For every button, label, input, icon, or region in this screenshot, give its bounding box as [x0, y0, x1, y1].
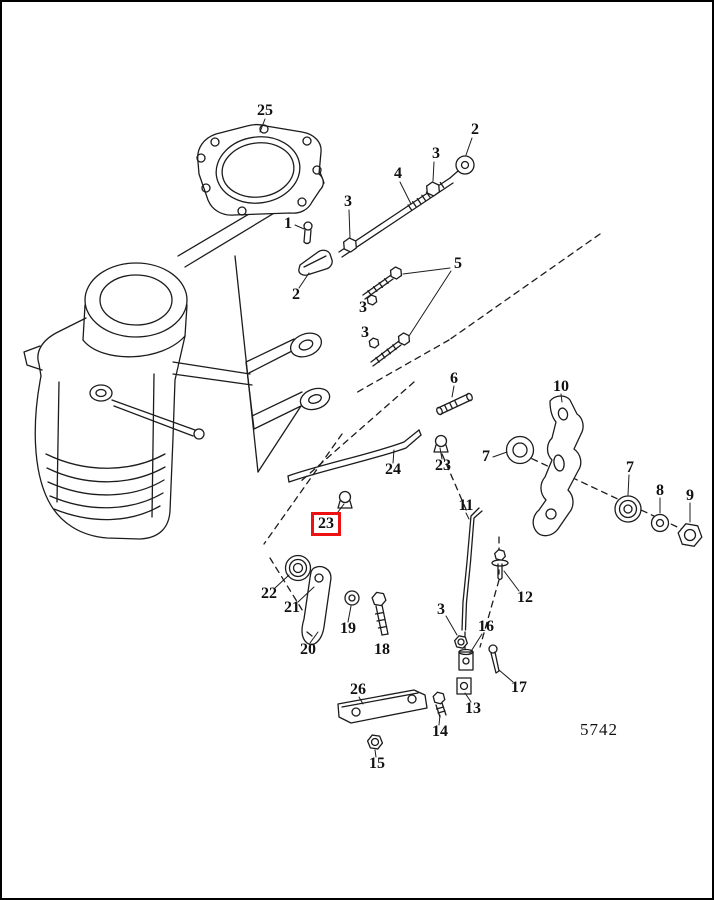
throttle-cable-rod [287, 429, 422, 483]
ball-joint [455, 155, 475, 175]
carburetor-screws [362, 266, 412, 367]
callout-3[interactable]: 3 [437, 601, 445, 618]
flanged-bushing [505, 435, 535, 465]
flat-washer [344, 590, 360, 606]
callout-13[interactable]: 13 [465, 700, 481, 717]
callout-18[interactable]: 18 [374, 641, 390, 658]
callout-15[interactable]: 15 [369, 755, 385, 772]
washer-stack [614, 495, 704, 547]
cable-clamp-lower [337, 490, 353, 509]
callout-19[interactable]: 19 [340, 620, 356, 637]
cable-clamp-upper [433, 434, 449, 453]
callout-7[interactable]: 7 [626, 459, 634, 476]
spacer [436, 392, 473, 416]
bottom-bracket-group [337, 690, 446, 749]
callout-2[interactable]: 2 [471, 121, 479, 138]
stud-and-link [298, 221, 333, 276]
callout-9[interactable]: 9 [686, 487, 694, 504]
callout-5[interactable]: 5 [454, 255, 462, 272]
swivel [458, 651, 474, 671]
callout-20[interactable]: 20 [300, 641, 316, 658]
gasket-plate [196, 123, 324, 216]
callout-16[interactable]: 16 [478, 618, 494, 635]
leader-lines [259, 118, 691, 758]
anchor-bracket [505, 395, 584, 537]
callout-6[interactable]: 6 [450, 370, 458, 387]
callout-14[interactable]: 14 [432, 723, 448, 740]
pivot-parts [284, 549, 509, 646]
callout-17[interactable]: 17 [511, 679, 527, 696]
connector [456, 677, 472, 695]
callout-26[interactable]: 26 [350, 681, 366, 698]
callout-23[interactable]: 23 [435, 457, 451, 474]
lever-arm [301, 565, 332, 646]
callout-12[interactable]: 12 [517, 589, 533, 606]
callout-8[interactable]: 8 [656, 482, 664, 499]
callout-11[interactable]: 11 [458, 497, 474, 514]
mounting-bracket [245, 332, 331, 473]
callout-25[interactable]: 25 [257, 102, 273, 119]
callout-10[interactable]: 10 [553, 378, 569, 395]
idle-knob [89, 384, 113, 402]
callout-24[interactable]: 24 [385, 461, 401, 478]
callout-21[interactable]: 21 [284, 599, 300, 616]
callout-3[interactable]: 3 [359, 299, 367, 316]
callout-3[interactable]: 3 [344, 193, 352, 210]
callout-2[interactable]: 2 [292, 286, 300, 303]
shift-link-rod [453, 507, 500, 695]
callout-23-highlighted[interactable]: 23 [311, 512, 341, 536]
callout-7[interactable]: 7 [482, 448, 490, 465]
callout-22[interactable]: 22 [261, 585, 277, 602]
callout-1[interactable]: 1 [284, 215, 292, 232]
cotter-pin-eye [488, 644, 498, 654]
callout-3[interactable]: 3 [432, 145, 440, 162]
engine-block [23, 171, 325, 540]
figure-number: 5742 [580, 720, 618, 739]
assembly-dashed-lines [263, 233, 691, 653]
callout-3[interactable]: 3 [361, 324, 369, 341]
throttle-rod-assembly [339, 155, 475, 257]
callout-4[interactable]: 4 [394, 165, 402, 182]
